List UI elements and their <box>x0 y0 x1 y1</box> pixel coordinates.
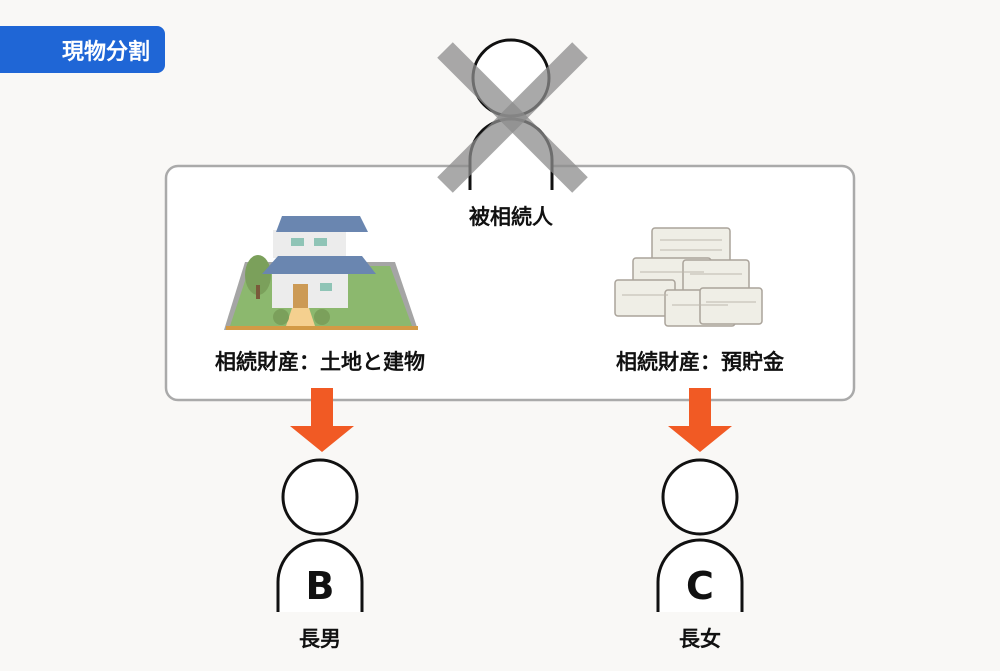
cash-stacks-icon <box>614 227 763 327</box>
heir-b-person-icon <box>276 458 364 612</box>
house-icon <box>224 216 418 330</box>
heir-c-person-icon <box>656 458 744 612</box>
deceased-label: 被相続人 <box>469 205 553 229</box>
cross-icon <box>437 42 588 193</box>
arrow-down-icon-c <box>668 388 732 452</box>
heir-b-letter: B <box>305 564 335 608</box>
arrow-down-icon-b <box>290 388 354 452</box>
heir-c-letter: C <box>686 564 714 608</box>
heir-c-label: 長女 <box>679 627 721 651</box>
asset-label-savings: 相続財産：預貯金 <box>616 350 784 374</box>
method-badge: 現物分割 <box>0 26 165 73</box>
heir-b-label: 長男 <box>299 627 341 651</box>
asset-label-land-building: 相続財産：土地と建物 <box>215 350 425 374</box>
